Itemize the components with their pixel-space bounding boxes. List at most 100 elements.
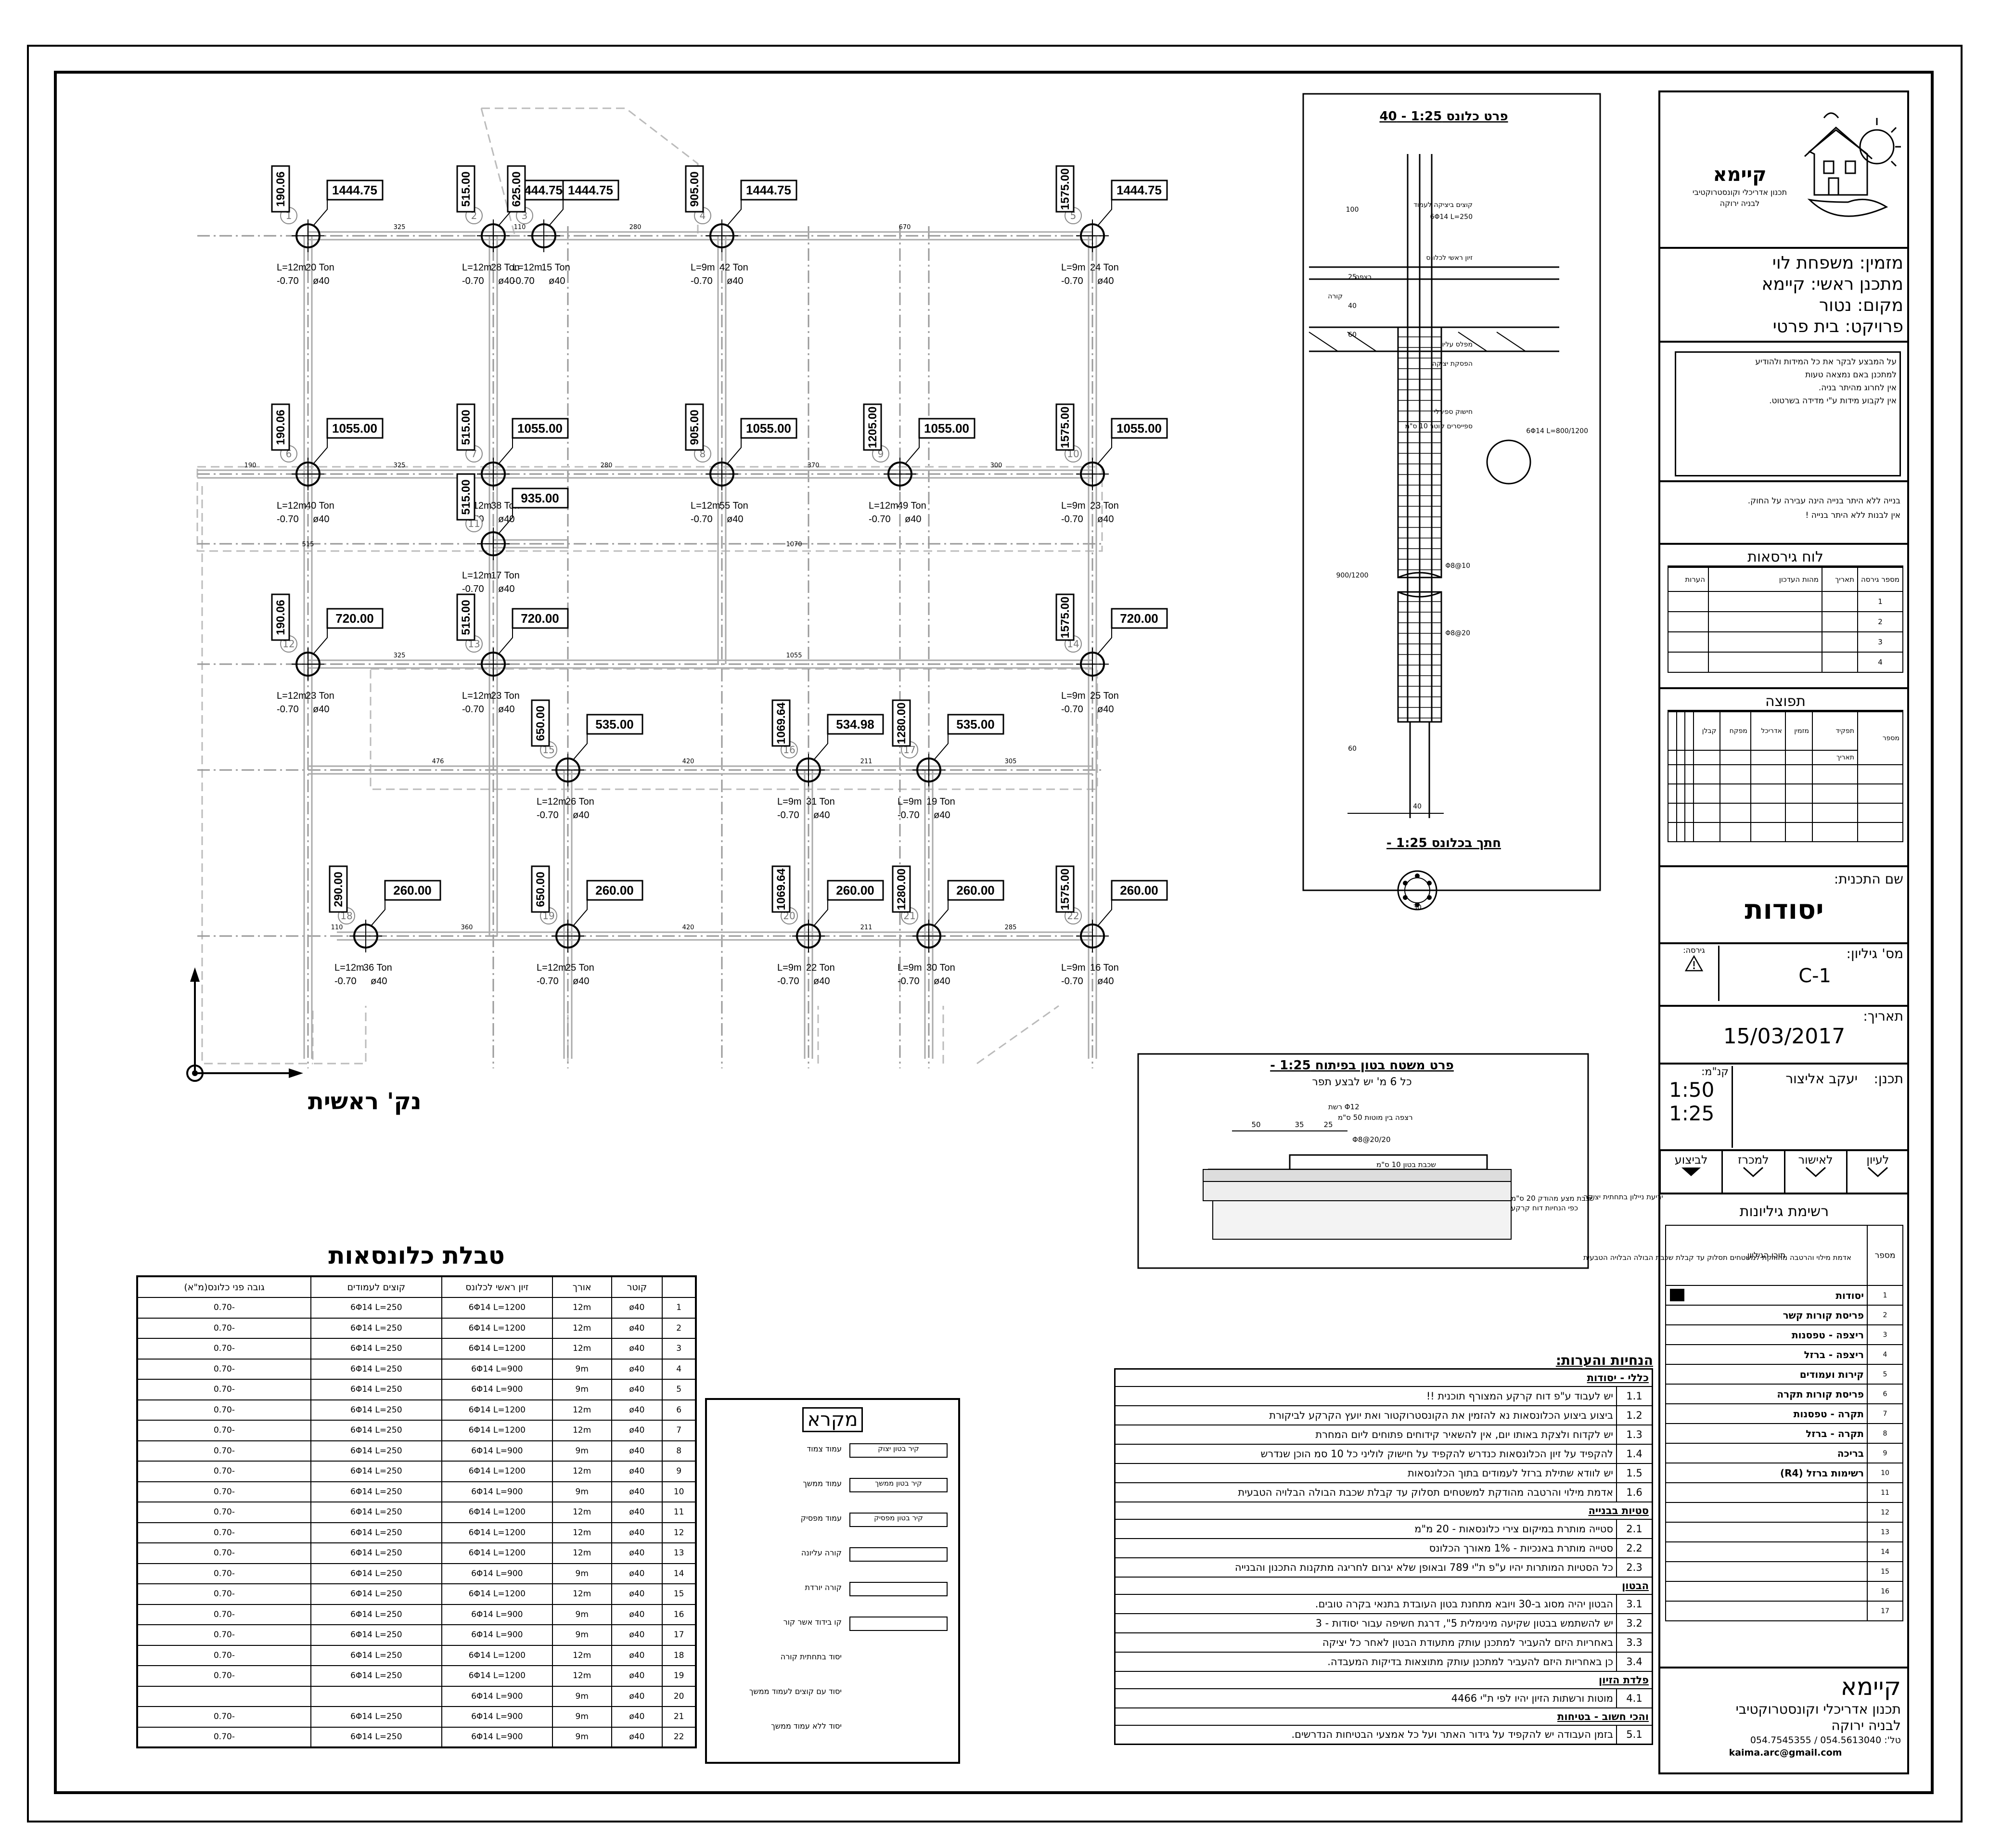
- pile-load: 42 Ton: [719, 262, 748, 273]
- dim-value: 515.00: [460, 171, 473, 206]
- ground-detail-label: רצפה בין מוטות 50 ס"מ: [1338, 1113, 1413, 1122]
- pile-length: L=12m: [691, 500, 720, 511]
- pile-depth: -0.70: [537, 976, 559, 987]
- elevation-value: 260.00: [595, 883, 634, 898]
- sheet-number: 14: [1867, 1541, 1903, 1562]
- pile-length: L=9m: [777, 796, 802, 807]
- elevation-box: [918, 418, 975, 439]
- pile-table-cell: ø40: [611, 1420, 663, 1441]
- ground-detail-subtitle: כל 6 מ' יש לבצע תפר: [1312, 1076, 1412, 1088]
- pile-depth: -0.70: [462, 704, 484, 715]
- pile-diameter: ø40: [934, 976, 950, 987]
- logo-sub2: לבניה ירוקה: [1720, 199, 1760, 208]
- dist-header: תפקיד: [1812, 711, 1858, 751]
- pile-table-cell: ø40: [611, 1706, 663, 1728]
- pile-length: L=9m: [1061, 262, 1086, 273]
- scale-label: קנ"מ:: [1701, 1066, 1729, 1078]
- sheet-title: תקרה - טפסנות: [1665, 1403, 1868, 1424]
- pile-length: L=12m: [537, 962, 566, 973]
- span-dimension: 110: [331, 924, 343, 931]
- sheet-title-text: תקרה - ברזל: [1806, 1427, 1864, 1439]
- ground-detail-label: שכבת מצע מהודק 20 ס"מ: [1511, 1194, 1594, 1203]
- pile-table-cell: -0.70: [137, 1522, 311, 1543]
- pile-table-cell: ø40: [611, 1726, 663, 1748]
- notes-title: הנחיות והערות:: [1555, 1352, 1653, 1368]
- elevation-box: [1111, 608, 1168, 629]
- status-box[interactable]: לעיון: [1846, 1150, 1908, 1194]
- pile-table-cell: -0.70: [137, 1644, 311, 1666]
- elevation-box: [562, 180, 619, 201]
- sheet-title-text: ריצפה - ברזל: [1804, 1348, 1864, 1360]
- pile-number: 6: [286, 448, 292, 460]
- dim-value: 515.00: [460, 479, 473, 514]
- elevation-box: [740, 418, 797, 439]
- pile-depth: -0.70: [777, 976, 799, 987]
- legend-text: קו בידוד אשר קור: [783, 1617, 842, 1627]
- status-label: לאישור: [1798, 1153, 1833, 1167]
- pile-length: L=12m: [277, 500, 307, 511]
- ground-detail-label: Φ12 רשת: [1328, 1103, 1360, 1111]
- rev-header: מהות העדכון: [1708, 567, 1822, 592]
- elevation-box: [1111, 180, 1168, 201]
- version-box: גירסה:: [1670, 946, 1720, 1001]
- dist-header: מפקח: [1719, 711, 1751, 751]
- contractor-note-line: על המבצע לבקר את כל המידות ולהודיע: [1755, 357, 1897, 367]
- dist-header: מזמין: [1784, 711, 1813, 751]
- pile-diameter: ø40: [1097, 704, 1114, 715]
- pile-table-cell: 20: [662, 1685, 696, 1707]
- pile-number: 3: [522, 210, 528, 221]
- pile-diameter: ø40: [1097, 514, 1114, 525]
- pile-length: L=12m: [462, 262, 492, 273]
- revisions-table: לוח גירסאות מספר גירסה תאריך מהות העדכון…: [1668, 549, 1904, 683]
- client-value: משפחת לוי: [1772, 253, 1854, 273]
- pile-table-cell: 6Φ14 L=250: [310, 1481, 442, 1502]
- pile-depth: -0.70: [1061, 704, 1083, 715]
- contractor-note-line: למתכנן באם נמצאה טעות: [1805, 370, 1897, 380]
- pile-length: L=12m: [462, 691, 492, 701]
- status-box[interactable]: למכרז: [1721, 1150, 1784, 1194]
- pile-depth: -0.70: [334, 976, 357, 987]
- pile-table-cell: 6Φ14 L=250: [310, 1665, 442, 1687]
- pile-table-cell: 6: [662, 1399, 696, 1421]
- pile-table-cell: ø40: [611, 1583, 663, 1605]
- pile-table-cell: -0.70: [137, 1481, 311, 1502]
- sheet-number: 6: [1867, 1384, 1903, 1404]
- pile-table-cell: 15: [662, 1583, 696, 1605]
- pile-length: L=9m: [1061, 500, 1086, 511]
- pile-load: 40 Ton: [306, 500, 334, 511]
- elevation-box: [384, 880, 441, 901]
- elevation-box: [1111, 418, 1168, 439]
- sheet-title: [1665, 1581, 1868, 1602]
- detail-dimension: 40: [1413, 803, 1422, 810]
- dim-value: 905.00: [688, 410, 701, 445]
- note-number: 1.1: [1616, 1386, 1653, 1406]
- detail-label: 6Φ14 L=800/1200: [1526, 427, 1588, 435]
- note-text: כל הסטיות המותרות יהיו ע"פ ת"י 789 ובאופ…: [1114, 1557, 1617, 1578]
- plan-name: יסודות: [1745, 894, 1824, 925]
- pile-table-cell: ø40: [611, 1604, 663, 1625]
- note-number: 1.4: [1616, 1443, 1653, 1464]
- pile-table-cell: ø40: [611, 1297, 663, 1319]
- elevation-box: [827, 714, 884, 735]
- elevation-value: 1444.75: [568, 183, 613, 197]
- pile-diameter: ø40: [498, 514, 514, 525]
- legend-text: עמוד צמוד: [807, 1444, 842, 1453]
- dim-value: 1069.64: [775, 702, 788, 744]
- status-box[interactable]: לביצוע: [1659, 1150, 1721, 1194]
- pile-table-cell: 6Φ14 L=1200: [441, 1542, 553, 1564]
- pile-table-cell: -0.70: [137, 1542, 311, 1564]
- ground-detail-label: יריעת ניילון בתחתית יציקה: [1583, 1193, 1663, 1201]
- ground-detail-dimension: 35: [1295, 1120, 1304, 1129]
- status-box[interactable]: לאישור: [1784, 1150, 1846, 1194]
